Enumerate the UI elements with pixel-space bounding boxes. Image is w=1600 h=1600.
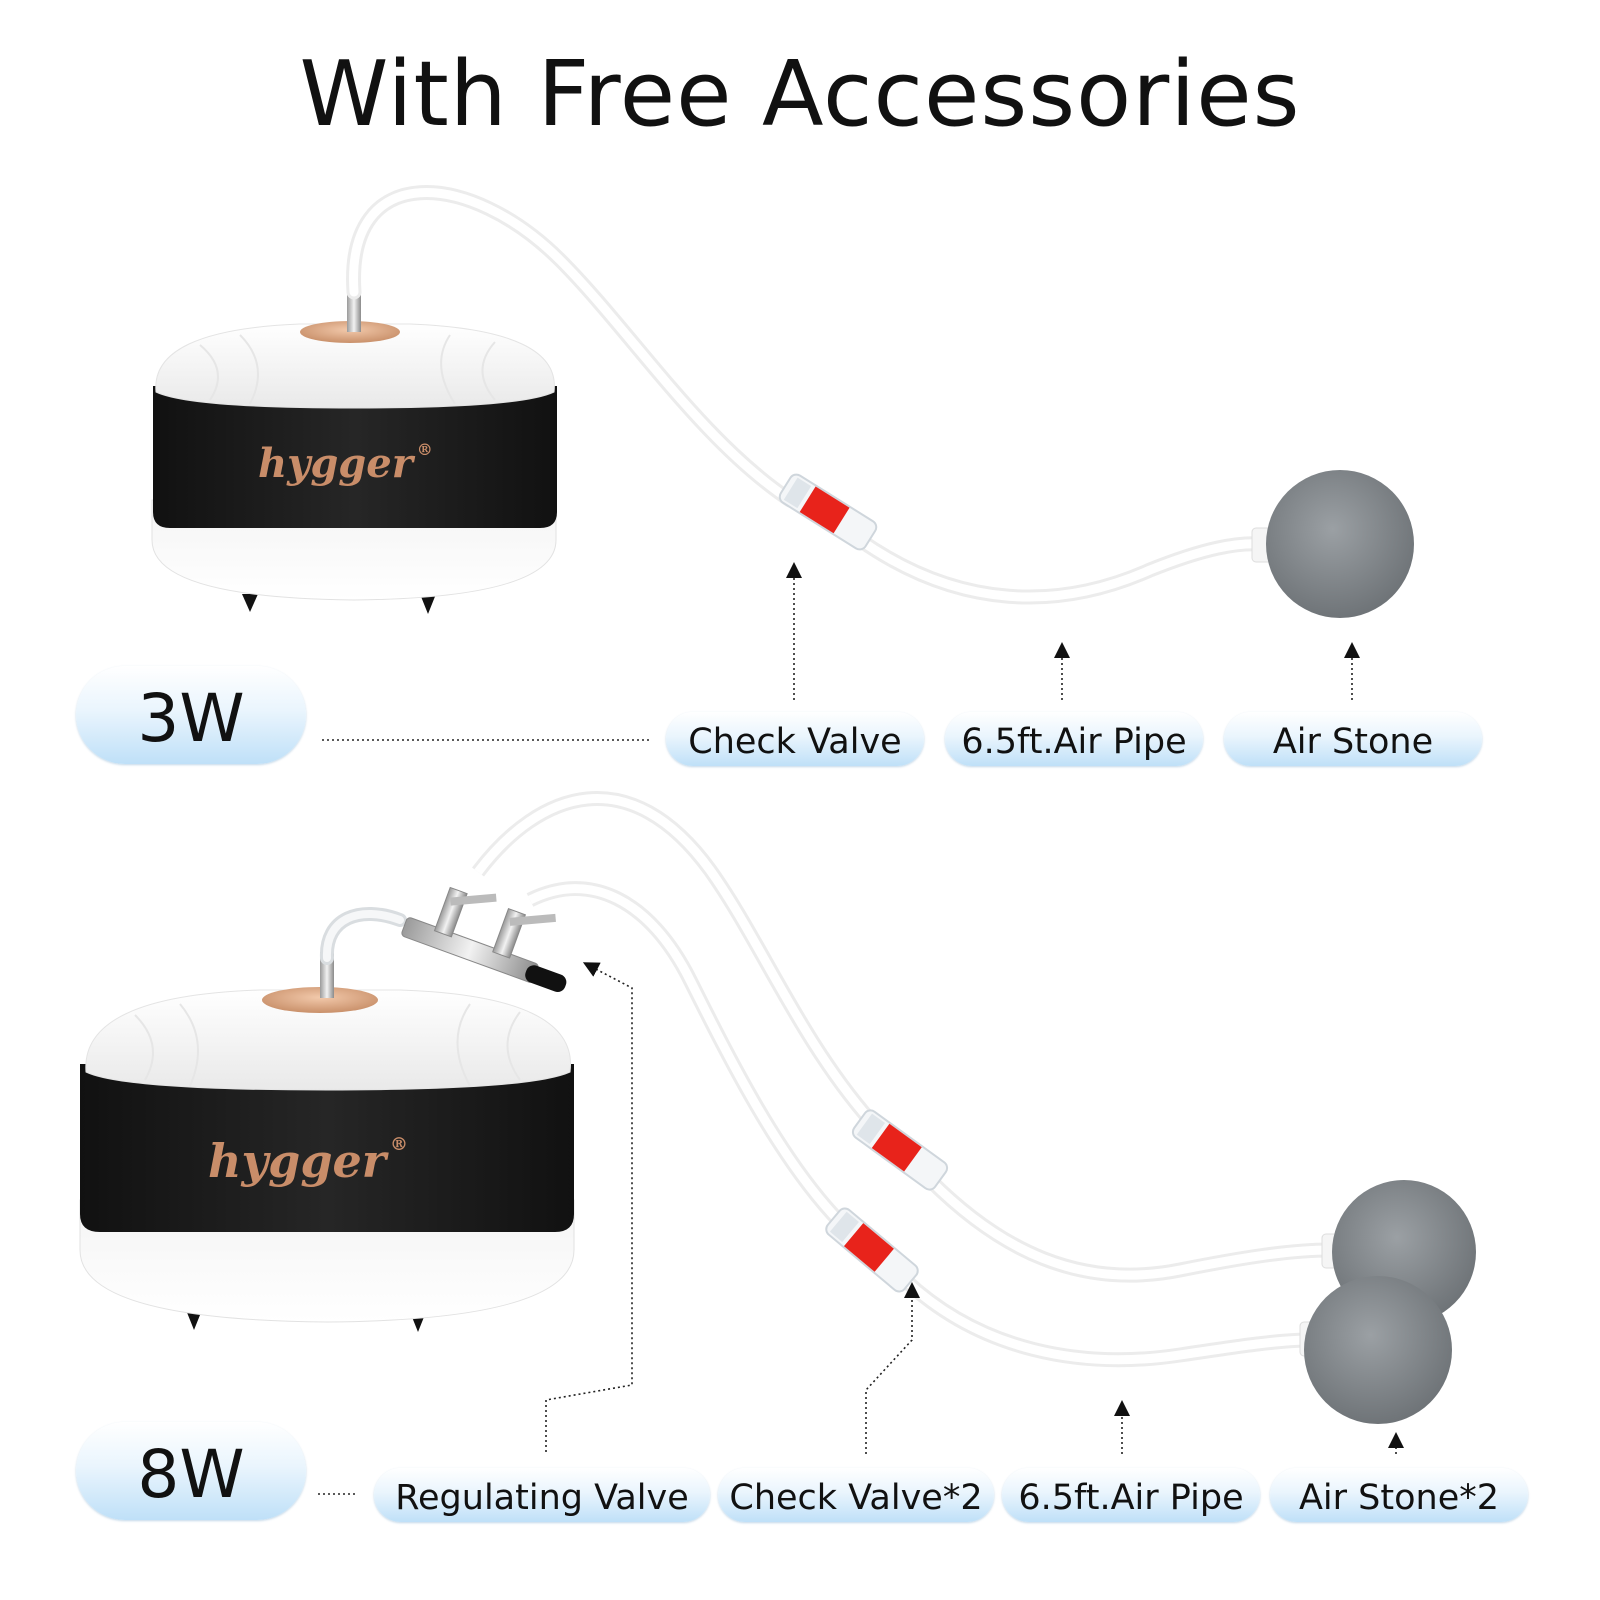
pump-3w-foot-right bbox=[420, 594, 436, 614]
pump-8w-foot-left bbox=[186, 1310, 202, 1330]
check-valve-3w bbox=[778, 473, 878, 551]
page-title: With Free Accessories bbox=[299, 42, 1301, 147]
brand-logo-3w: hygger® bbox=[258, 440, 433, 487]
power-badge-8w: 8W bbox=[76, 1422, 306, 1520]
label-check-valve-2: Check Valve*2 bbox=[718, 1468, 994, 1522]
label-air-stone-2: Air Stone*2 bbox=[1270, 1468, 1528, 1522]
air-stone-3w bbox=[1251, 470, 1414, 618]
air-stone-8w-b bbox=[1299, 1276, 1452, 1424]
pump-8w bbox=[79, 952, 575, 1332]
brand-logo-8w: hygger® bbox=[208, 1134, 409, 1188]
label-check-valve: Check Valve bbox=[666, 712, 924, 766]
pump-3w-foot-left bbox=[242, 594, 258, 612]
check-valve-8w-b bbox=[825, 1207, 919, 1293]
pump-3w bbox=[151, 288, 557, 614]
label-air-stone: Air Stone bbox=[1224, 712, 1482, 766]
air-tubes-8w bbox=[472, 791, 1331, 1368]
check-valve-8w-a bbox=[851, 1109, 949, 1191]
leader-lines bbox=[318, 562, 1404, 1495]
pump-8w-band bbox=[80, 1064, 574, 1232]
pump-3w-band bbox=[153, 386, 557, 528]
pump-3w-nozzle bbox=[347, 288, 361, 332]
regulating-valve bbox=[319, 886, 567, 993]
label-regulating-valve: Regulating Valve bbox=[374, 1468, 710, 1522]
pump-8w-copper-disc bbox=[262, 987, 378, 1013]
power-badge-3w: 3W bbox=[76, 666, 306, 764]
label-air-pipe: 6.5ft.Air Pipe bbox=[945, 712, 1203, 766]
air-tube-3w bbox=[346, 185, 1278, 605]
pump-8w-cap bbox=[85, 989, 572, 1091]
label-air-pipe-8w: 6.5ft.Air Pipe bbox=[1002, 1468, 1260, 1522]
